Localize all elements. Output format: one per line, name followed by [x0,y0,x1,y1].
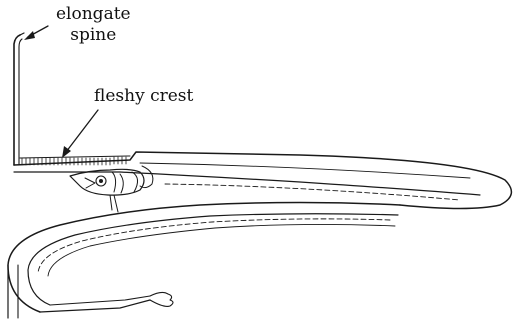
fleshy-crest-arrow [66,110,98,152]
fish-head [70,166,153,212]
elongate-spine-label-line-2: spine [56,25,131,46]
elongate-spine [14,33,24,165]
elongate-spine-label: elongate spine [56,4,131,46]
tail-fin [150,292,173,306]
fleshy-crest-label: fleshy crest [94,86,193,107]
body-lower [8,203,400,319]
elongate-spine-label-line-1: elongate [56,4,131,25]
